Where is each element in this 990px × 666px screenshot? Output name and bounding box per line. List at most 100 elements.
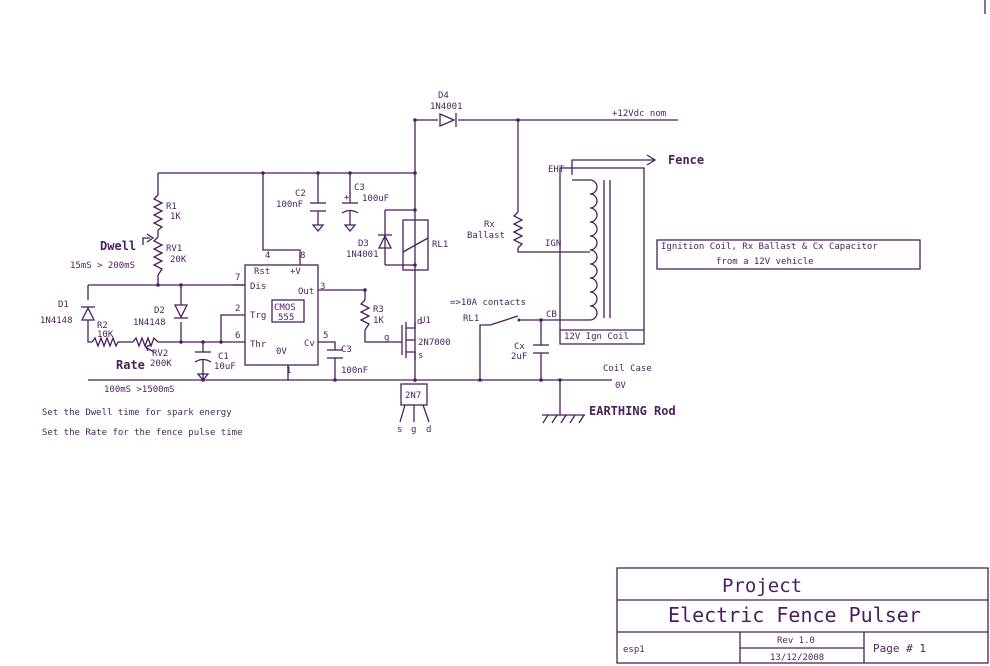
pin-out: Out <box>298 287 314 297</box>
diode-d3 <box>377 234 393 249</box>
ic-555-label: 555 <box>278 313 294 323</box>
rv2-ref: RV2 <box>152 349 168 359</box>
rx-value: Ballast <box>467 231 505 241</box>
resistor-rx <box>512 211 524 249</box>
coil-case-label: Coil Case <box>603 364 652 374</box>
d3-value: 1N4001 <box>346 250 379 260</box>
potentiometer-rv1 <box>142 233 164 276</box>
d4-value: 1N4001 <box>430 102 463 112</box>
fence-label: Fence <box>668 153 704 167</box>
project-label: Project <box>722 575 802 597</box>
page-number: Page # 1 <box>873 642 926 655</box>
d1-value: 1N4148 <box>40 316 73 326</box>
pin-dis: Dis <box>250 282 266 292</box>
capacitor-c2 <box>310 202 326 233</box>
diode-d1 <box>80 306 96 330</box>
sheet-id: esp1 <box>623 645 645 655</box>
c3b-ref: C3 <box>341 345 352 355</box>
mosfet-u1 <box>393 322 416 360</box>
svg-text:+: + <box>344 193 350 203</box>
rv1-ref: RV1 <box>166 244 182 254</box>
pkg-pin-d: d <box>426 425 431 435</box>
c3a-value: 100uF <box>362 194 389 204</box>
pin-num-6: 6 <box>235 331 240 341</box>
relay-contacts <box>489 315 521 326</box>
title-block <box>616 567 989 664</box>
pin-trg: Trg <box>250 311 266 321</box>
u1-ref: U1 <box>420 316 431 326</box>
r2-value: 10K <box>97 330 114 340</box>
resistor-r2 <box>91 336 119 348</box>
supply-label: +12Vdc nom <box>612 109 666 119</box>
d3-ref: D3 <box>358 239 369 249</box>
ignition-coil <box>559 167 645 345</box>
eht-label: EHT <box>548 165 565 175</box>
note-box <box>656 239 921 270</box>
dwell-range: 15mS > 200mS <box>70 261 135 271</box>
c2-value: 100nF <box>276 200 303 210</box>
u1-pin-s: s <box>418 351 423 361</box>
pkg-label: 2N7 <box>405 391 421 401</box>
ign-label: IGN <box>545 239 561 249</box>
rl1-ref: RL1 <box>432 240 448 250</box>
capacitor-c1-electrolytic <box>194 351 212 382</box>
c1-value: 10uF <box>214 362 236 372</box>
note-box-line2: from a 12V vehicle <box>716 257 814 267</box>
earthing-label: EARTHING Rod <box>589 404 676 418</box>
zero-volt-label: 0V <box>615 381 626 391</box>
r1-value: 1K <box>170 212 181 222</box>
pin-0v: 0V <box>276 347 287 357</box>
note-box-line1: Ignition Coil, Rx Ballast & Cx Capacitor <box>661 242 878 252</box>
capacitor-c3-electrolytic: + <box>341 193 359 233</box>
r3-ref: R3 <box>373 305 384 315</box>
rv1-value: 20K <box>170 255 187 265</box>
relay-rl1-coil <box>402 219 429 271</box>
c3b-value: 100nF <box>341 366 368 376</box>
junction-dots <box>156 118 562 382</box>
d2-value: 1N4148 <box>133 318 166 328</box>
pin-v: +V <box>290 267 301 277</box>
rx-ref: Rx <box>484 220 495 230</box>
pin-num-3: 3 <box>320 282 325 292</box>
pin-num-2: 2 <box>235 304 240 314</box>
u1-value: 2N7000 <box>418 338 451 348</box>
rv2-value: 200K <box>150 359 172 369</box>
pin-num-5: 5 <box>323 331 328 341</box>
diode-d2 <box>173 304 189 319</box>
potentiometer-rv2 <box>132 336 159 353</box>
d1-ref: D1 <box>58 300 69 310</box>
pin-num-7: 7 <box>235 273 240 283</box>
cb-label: CB <box>546 310 557 320</box>
rl1-contact-label: RL1 <box>463 314 479 324</box>
ic-cmos: CMOS <box>274 303 296 313</box>
c3a-ref: C3 <box>354 183 365 193</box>
ic-555 <box>233 264 319 366</box>
r2-ref: R2 <box>97 321 108 331</box>
c1-ref: C1 <box>218 352 229 362</box>
mosfet-package <box>399 383 430 423</box>
pin-num-4: 4 <box>265 251 270 261</box>
pin-cv: Cv <box>304 339 315 349</box>
date: 13/12/2008 <box>770 653 824 663</box>
dwell-label: Dwell <box>100 239 136 253</box>
revision: Rev 1.0 <box>777 636 815 646</box>
contacts-label: =>10A contacts <box>450 298 526 308</box>
note-rate: Set the Rate for the fence pulse time <box>42 428 242 438</box>
r1-ref: R1 <box>166 202 177 212</box>
earth-ground <box>542 414 585 424</box>
pkg-pin-s: s <box>397 425 402 435</box>
pin-num-1: 1 <box>286 366 291 376</box>
pin-thr: Thr <box>250 340 267 350</box>
rate-range: 100mS >1500mS <box>104 385 174 395</box>
d4-ref: D4 <box>438 91 449 101</box>
drawing-title: Electric Fence Pulser <box>668 603 921 627</box>
d2-ref: D2 <box>154 306 165 316</box>
fence-output-arrow <box>571 154 657 175</box>
pin-rst: Rst <box>254 267 270 277</box>
u1-pin-d: d <box>417 317 422 327</box>
c2-ref: C2 <box>295 189 306 199</box>
cx-value: 2uF <box>511 352 527 362</box>
coil-label: 12V Ign Coil <box>564 332 629 342</box>
cx-ref: Cx <box>514 342 525 352</box>
